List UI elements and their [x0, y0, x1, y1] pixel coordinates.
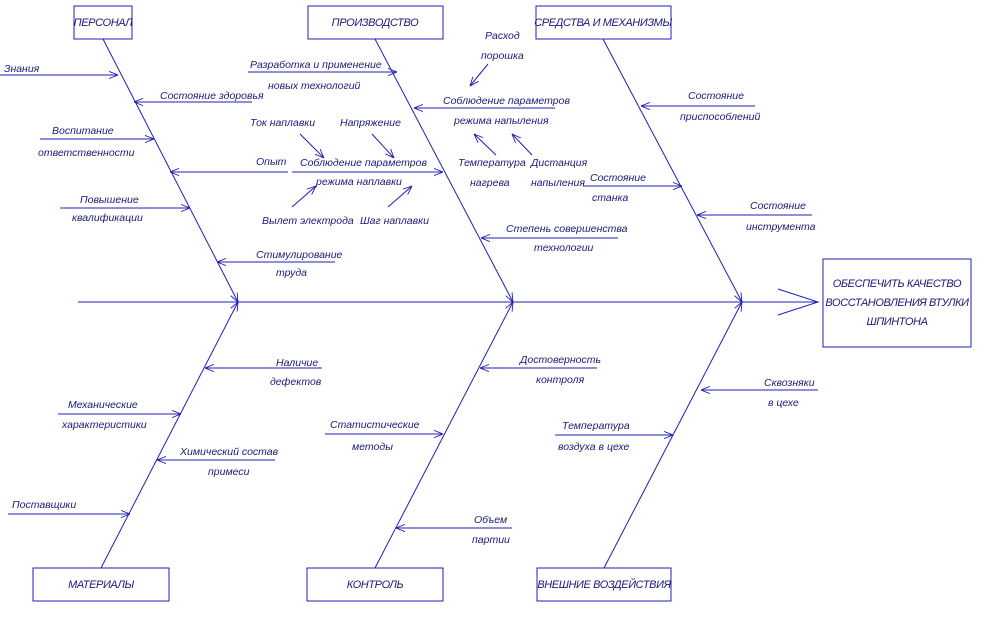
- bone-materials: [100, 302, 238, 569]
- cause-weld-mode-2: режима наплавки: [315, 176, 402, 188]
- cause-step: Шаг наплавки: [360, 215, 429, 227]
- cause-discipline-1: Воспитание: [52, 125, 114, 137]
- category-personnel: ПЕРСОНАЛ: [73, 5, 134, 40]
- cause-current: Ток наплавки: [250, 117, 315, 129]
- cause-health: Состояние здоровья: [160, 90, 264, 102]
- cause-spray-mode-1: Соблюдение параметров: [443, 95, 570, 107]
- category-materials-label: МАТЕРИАЛЫ: [68, 579, 134, 591]
- cause-weld-mode-1: Соблюдение параметров: [300, 157, 427, 169]
- cause-electrode: Вылет электрода: [262, 215, 354, 227]
- cause-air-temp-2: воздуха в цехе: [558, 441, 629, 453]
- cause-qualification-1: Повышение: [80, 194, 139, 206]
- cause-voltage: Напряжение: [340, 117, 401, 129]
- cause-mech-props-2: характеристики: [61, 419, 147, 431]
- category-control-label: КОНТРОЛЬ: [347, 579, 404, 591]
- cause-powder-2: порошка: [481, 50, 524, 62]
- cause-suppliers: Поставщики: [12, 499, 76, 511]
- cause-fixtures-2: приспособлений: [680, 111, 760, 123]
- cause-drafts-1: Сквозняки: [764, 377, 815, 389]
- cause-defects-2: дефектов: [270, 376, 322, 388]
- bone-personnel: [102, 38, 238, 302]
- effect-line-1: ОБЕСПЕЧИТЬ КАЧЕСТВО: [833, 278, 962, 290]
- arrow-spray-dist: [512, 134, 533, 156]
- arrow-voltage: [371, 133, 394, 158]
- bone-production: [374, 38, 513, 302]
- spine-arrowhead: [777, 288, 820, 316]
- cause-drafts-2: в цехе: [768, 397, 799, 409]
- cause-stimulation-1: Стимулирование: [256, 249, 343, 261]
- category-control: КОНТРОЛЬ: [306, 567, 444, 602]
- bone-means: [602, 38, 742, 302]
- cause-qualification-2: квалификации: [72, 212, 143, 224]
- cause-fixtures-1: Состояние: [688, 90, 744, 102]
- category-means-label: СРЕДСТВА И МЕХАНИЗМЫ: [534, 17, 672, 29]
- cause-reliability-1: Достоверность: [519, 354, 601, 366]
- cause-spray-dist-2: напыления: [531, 177, 585, 189]
- cause-air-temp-1: Температура: [562, 420, 630, 432]
- arrow-electrode: [291, 186, 316, 208]
- category-external: ВНЕШНИЕ ВОЗДЕЙСТВИЯ: [536, 567, 672, 602]
- cause-tech-level-1: Степень совершенства: [506, 223, 628, 235]
- cause-new-tech-2: новых технологий: [268, 80, 361, 92]
- cause-knowledge: Знания: [4, 63, 40, 75]
- arrow-step: [387, 186, 412, 208]
- cause-stimulation-2: труда: [276, 267, 307, 279]
- category-production: ПРОИЗВОДСТВО: [307, 5, 444, 40]
- category-means: СРЕДСТВА И МЕХАНИЗМЫ: [534, 5, 673, 40]
- cause-tech-level-2: технологии: [534, 242, 594, 254]
- cause-discipline-2: ответственности: [38, 147, 135, 159]
- arrow-heat-temp: [474, 134, 497, 156]
- cause-new-tech-1: Разработка и применение: [250, 59, 382, 71]
- cause-chem-comp-1: Химический состав: [179, 446, 279, 458]
- cause-spray-dist-1: Дистанция: [530, 157, 588, 169]
- arrow-current: [299, 133, 324, 158]
- cause-tools-2: инструмента: [746, 221, 816, 233]
- cause-statistics-2: методы: [352, 441, 393, 453]
- cause-powder-1: Расход: [485, 30, 520, 42]
- cause-statistics-1: Статистические: [330, 419, 420, 431]
- category-personnel-label: ПЕРСОНАЛ: [74, 17, 134, 29]
- effect-line-3: ШПИНТОНА: [866, 316, 927, 328]
- effect-line-2: ВОССТАНОВЛЕНИЯ ВТУЛКИ: [825, 297, 969, 309]
- cause-machine-1: Состояние: [590, 172, 646, 184]
- cause-heat-temp-1: Температура: [458, 157, 526, 169]
- cause-batch-2: партии: [472, 534, 510, 546]
- category-materials: МАТЕРИАЛЫ: [32, 567, 170, 602]
- cause-heat-temp-2: нагрева: [470, 177, 510, 189]
- bone-control: [374, 302, 513, 569]
- cause-defects-1: Наличие: [276, 357, 318, 369]
- cause-chem-comp-2: примеси: [208, 466, 250, 478]
- arrow-powder: [470, 63, 489, 86]
- cause-tools-1: Состояние: [750, 200, 806, 212]
- cause-mech-props-1: Механические: [68, 399, 138, 411]
- cause-experience: Опыт: [256, 156, 287, 168]
- category-external-label: ВНЕШНИЕ ВОЗДЕЙСТВИЯ: [537, 578, 671, 591]
- cause-spray-mode-2: режима напыления: [453, 115, 549, 127]
- cause-reliability-2: контроля: [536, 374, 585, 386]
- cause-machine-2: станка: [592, 192, 628, 204]
- cause-batch-1: Объем: [474, 514, 507, 526]
- category-production-label: ПРОИЗВОДСТВО: [332, 17, 419, 29]
- effect-box: ОБЕСПЕЧИТЬ КАЧЕСТВО ВОССТАНОВЛЕНИЯ ВТУЛК…: [822, 258, 972, 348]
